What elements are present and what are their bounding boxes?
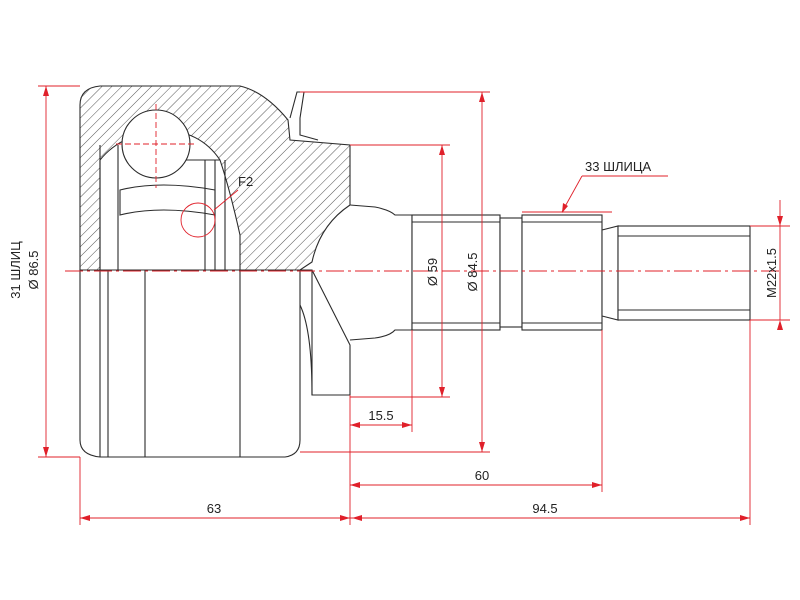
label-outer-diameter: Ø 86.5: [26, 250, 41, 289]
arrow-59-bottom: [439, 387, 445, 397]
shaft-spline-section-2: [521, 214, 603, 331]
label-diameter-59: Ø 59: [425, 258, 440, 286]
detail-f2-circle: [180, 202, 216, 238]
shaft-spline-section-1: [411, 214, 501, 331]
threaded-end: [617, 225, 751, 321]
boot-collar: [289, 91, 319, 141]
arrow-84-5-top: [479, 92, 485, 102]
housing-neck-curve: [299, 304, 313, 396]
label-60: 60: [475, 468, 489, 483]
dimensions: [38, 85, 790, 525]
shaft-shoulder: [349, 204, 413, 341]
shaft: [349, 204, 751, 341]
dimension-labels: 31 ШЛИЦ Ø 86.5 F2 33 ШЛИЦА Ø 59 Ø 84.5 M…: [8, 159, 779, 516]
arrow-thread-top: [777, 216, 783, 226]
housing-neck-lower: [300, 269, 351, 396]
arrow-84-5-bottom: [479, 442, 485, 452]
label-diameter-84-5: Ø 84.5: [465, 252, 480, 291]
arrow-63-left: [80, 515, 90, 521]
arrow-60-right: [592, 482, 602, 488]
label-left-splines: 31 ШЛИЦ: [8, 241, 23, 299]
ball-cage: [119, 184, 216, 216]
arrow-63-right: [340, 515, 350, 521]
housing-lower-body: [79, 269, 301, 458]
arrow-bottom-left: [43, 447, 49, 457]
arrow-60-left: [350, 482, 360, 488]
inner-race-splines: [204, 160, 226, 270]
shaft-groove: [499, 217, 523, 328]
housing-lower-rim: [99, 270, 241, 457]
spline-thread-lines: [412, 221, 750, 324]
arrow-spline: [562, 203, 568, 213]
label-thread: M22x1.5: [764, 248, 779, 298]
arrow-top-left: [43, 86, 49, 96]
detail-f2-leader: [213, 189, 239, 211]
arrow-94-5-right: [740, 515, 750, 521]
label-right-splines: 33 ШЛИЦА: [585, 159, 651, 174]
label-63: 63: [207, 501, 221, 516]
arrow-thread-bottom: [777, 320, 783, 330]
arrow-59-top: [439, 145, 445, 155]
label-94-5: 94.5: [532, 501, 557, 516]
label-detail-f2: F2: [238, 174, 253, 189]
shaft-neck: [601, 225, 619, 321]
arrow-15-5-left: [350, 422, 360, 428]
arrow-94-5-left: [352, 515, 362, 521]
outer-housing: [79, 85, 351, 458]
label-15-5: 15.5: [368, 408, 393, 423]
arrow-15-5-right: [402, 422, 412, 428]
